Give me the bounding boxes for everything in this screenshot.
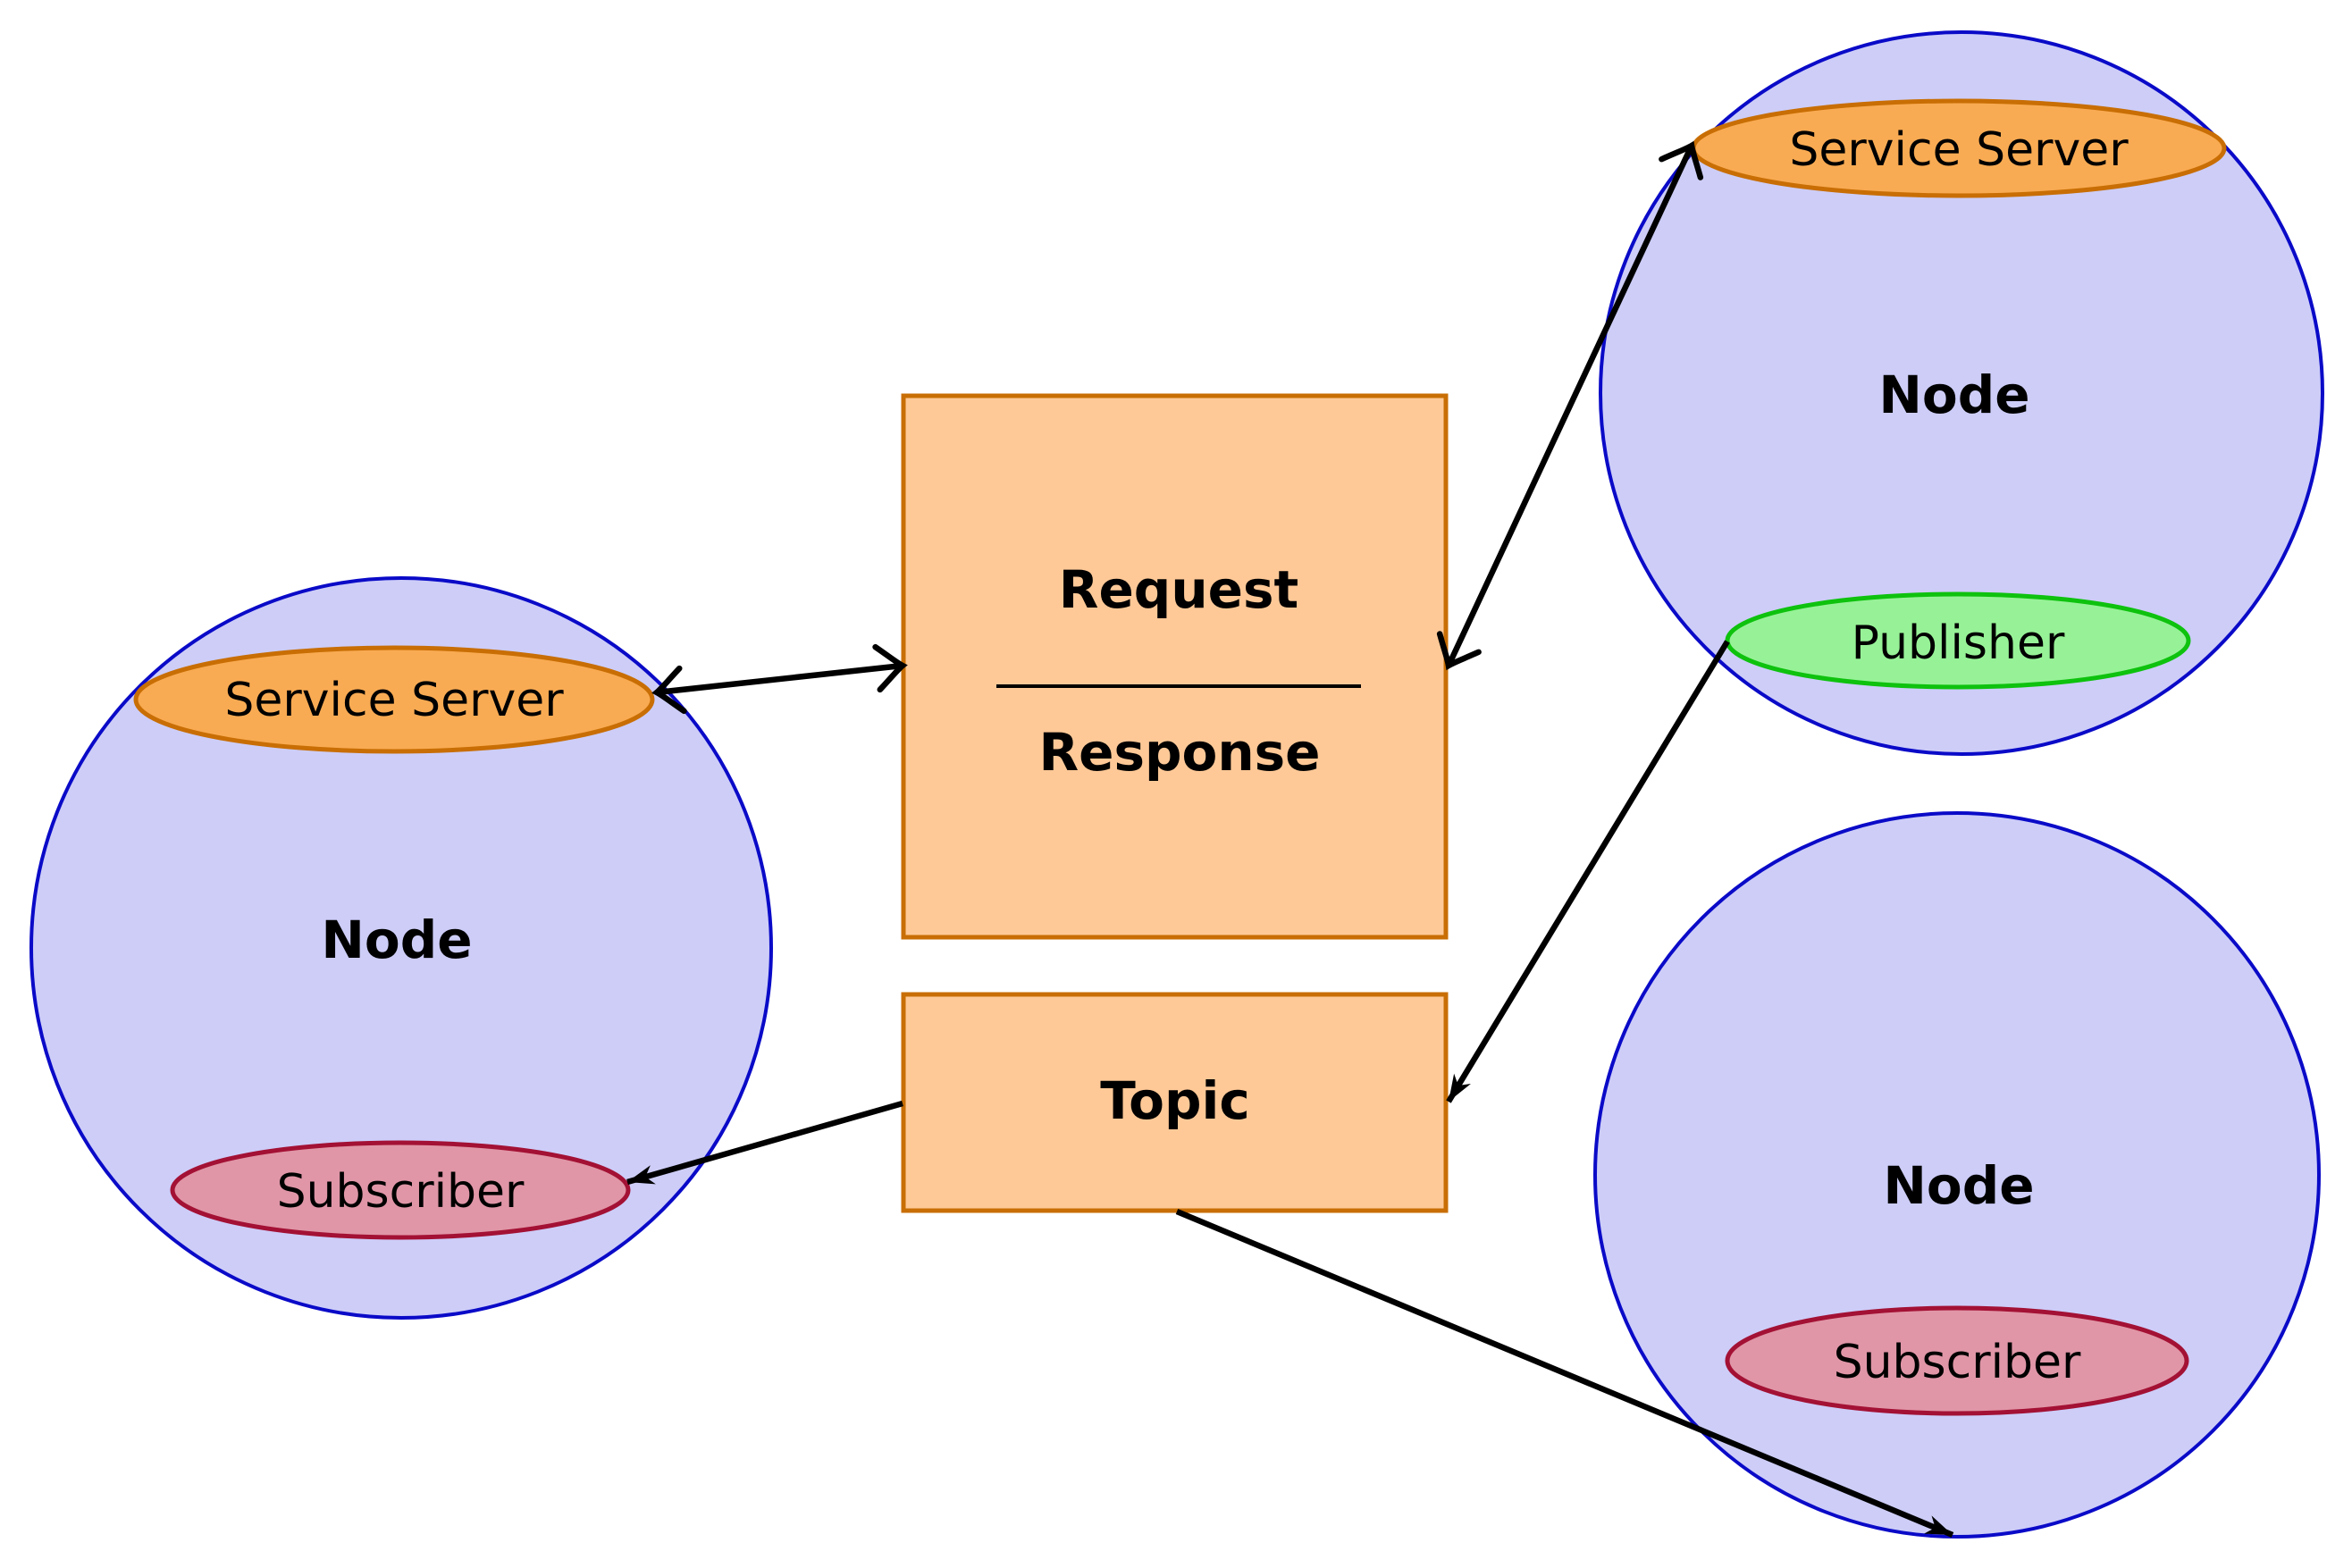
request-label: Request — [1059, 559, 1298, 620]
edge-service-top-right — [1436, 140, 1704, 671]
arrowhead-topic-stealth-icon — [1449, 1073, 1471, 1102]
topic-box — [901, 992, 1449, 1213]
response-label: Response — [1038, 722, 1320, 783]
arrowhead-node-stealth-icon — [1924, 1515, 1953, 1535]
publisher-ellipse-top-right — [1725, 591, 2191, 690]
edge-topic-to-node-bottom-right — [1175, 1209, 1954, 1538]
node-circle-left — [29, 576, 773, 1320]
publisher-label-top-right: Publisher — [1852, 616, 2065, 670]
arrowhead-box-barb-icon — [1436, 631, 1482, 671]
node-label-top-right: Node — [1878, 365, 2029, 425]
topic-label: Topic — [1100, 1070, 1250, 1131]
edge-service-left — [651, 643, 908, 715]
service-server-ellipse-left — [133, 645, 655, 754]
node-label-bottom-right: Node — [1883, 1155, 2034, 1216]
arrowhead-right-barb-icon — [872, 643, 908, 693]
edge-publisher-to-topic — [1446, 640, 1730, 1103]
subscriber-label-left: Subscriber — [277, 1165, 525, 1219]
arrowhead-subscriber-stealth-icon — [627, 1165, 656, 1185]
arrowhead-service-barb-icon — [1659, 140, 1704, 180]
service-server-label-top-right: Service Server — [1789, 123, 2129, 177]
node-label-left: Node — [321, 910, 472, 970]
request-response-box — [901, 393, 1449, 940]
service-server-label-left: Service Server — [224, 674, 564, 727]
edge-topic-to-subscriber-left — [626, 1100, 903, 1186]
node-circle-top-right — [1599, 30, 2324, 756]
subscriber-ellipse-bottom-right — [1725, 1305, 2189, 1416]
subscriber-label-bottom-right: Subscriber — [1834, 1336, 2081, 1389]
subscriber-ellipse-left — [170, 1140, 631, 1240]
arrowhead-left-barb-icon — [651, 665, 687, 715]
